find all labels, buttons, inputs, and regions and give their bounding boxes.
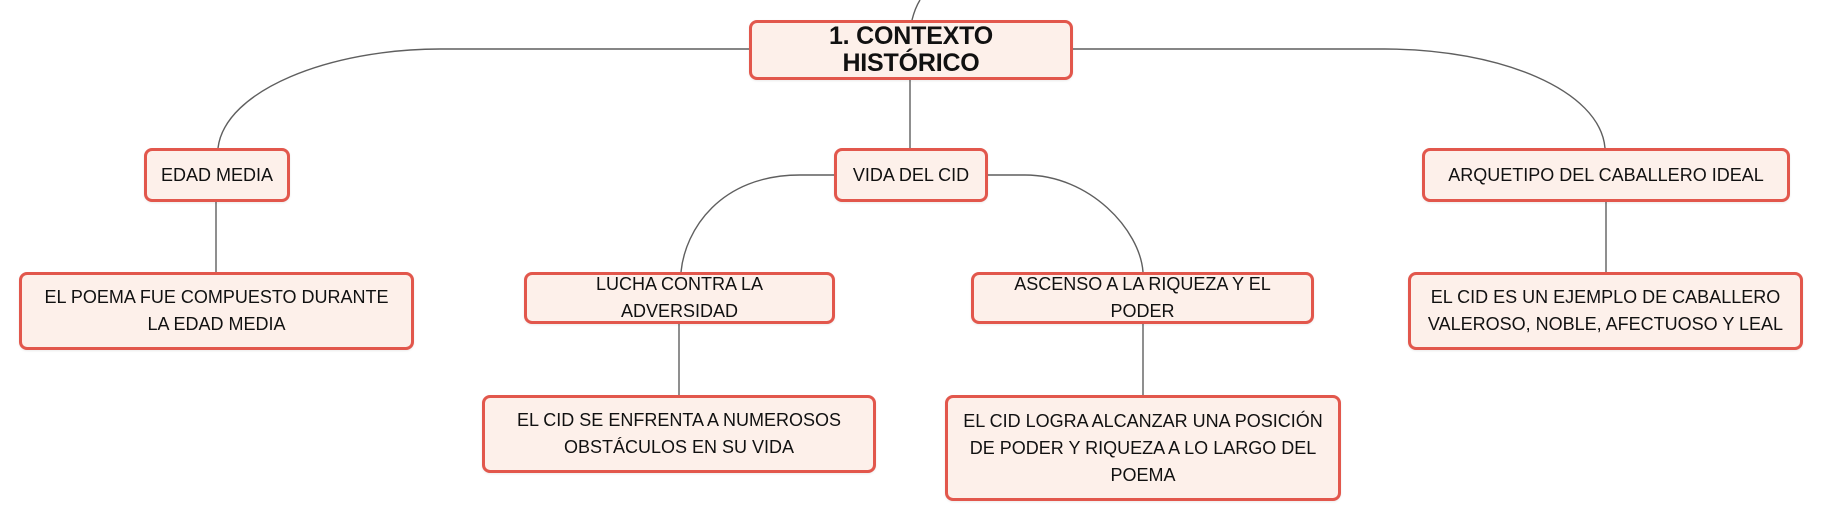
node-label: EL CID LOGRA ALCANZAR UNA POSICIÓN DE PO…	[963, 410, 1323, 485]
node-cid-ejemplo-caballero[interactable]: EL CID ES UN EJEMPLO DE CABALLERO VALERO…	[1408, 272, 1803, 350]
node-label: EL CID ES UN EJEMPLO DE CABALLERO VALERO…	[1427, 287, 1784, 334]
connector-root-to-arquetipo	[1072, 48, 1606, 149]
node-label: ARQUETIPO DEL CABALLERO IDEAL	[1448, 164, 1764, 185]
node-cid-posicion-poder[interactable]: EL CID LOGRA ALCANZAR UNA POSICIÓN DE PO…	[945, 395, 1341, 501]
node-ascenso-riqueza-poder[interactable]: ASCENSO A LA RIQUEZA Y EL PODER	[971, 272, 1314, 324]
node-label: 1. CONTEXTO HISTÓRICO	[828, 22, 994, 77]
node-label: ASCENSO A LA RIQUEZA Y EL PODER	[1014, 274, 1271, 321]
node-label: LUCHA CONTRA LA ADVERSIDAD	[595, 274, 764, 321]
connector-vida-to-ascenso	[986, 174, 1144, 273]
node-label: VIDA DEL CID	[852, 164, 970, 185]
connector-vida-to-lucha	[680, 174, 836, 273]
node-lucha-adversidad[interactable]: LUCHA CONTRA LA ADVERSIDAD	[524, 272, 835, 324]
connector-root-to-edad-media	[217, 48, 752, 149]
node-label: EL CID SE ENFRENTA A NUMEROSOS OBSTÁCULO…	[516, 410, 842, 457]
node-poema-compuesto[interactable]: EL POEMA FUE COMPUESTO DURANTE LA EDAD M…	[19, 272, 414, 350]
node-contexto-historico[interactable]: 1. CONTEXTO HISTÓRICO	[749, 20, 1073, 80]
node-arquetipo-caballero-ideal[interactable]: ARQUETIPO DEL CABALLERO IDEAL	[1422, 148, 1790, 202]
node-vida-del-cid[interactable]: VIDA DEL CID	[834, 148, 988, 202]
node-label: EDAD MEDIA	[160, 164, 274, 185]
node-label: EL POEMA FUE COMPUESTO DURANTE LA EDAD M…	[44, 287, 389, 334]
node-cid-obstaculos[interactable]: EL CID SE ENFRENTA A NUMEROSOS OBSTÁCULO…	[482, 395, 876, 473]
node-edad-media[interactable]: EDAD MEDIA	[144, 148, 290, 202]
connector-parent-to-root	[911, 0, 921, 21]
